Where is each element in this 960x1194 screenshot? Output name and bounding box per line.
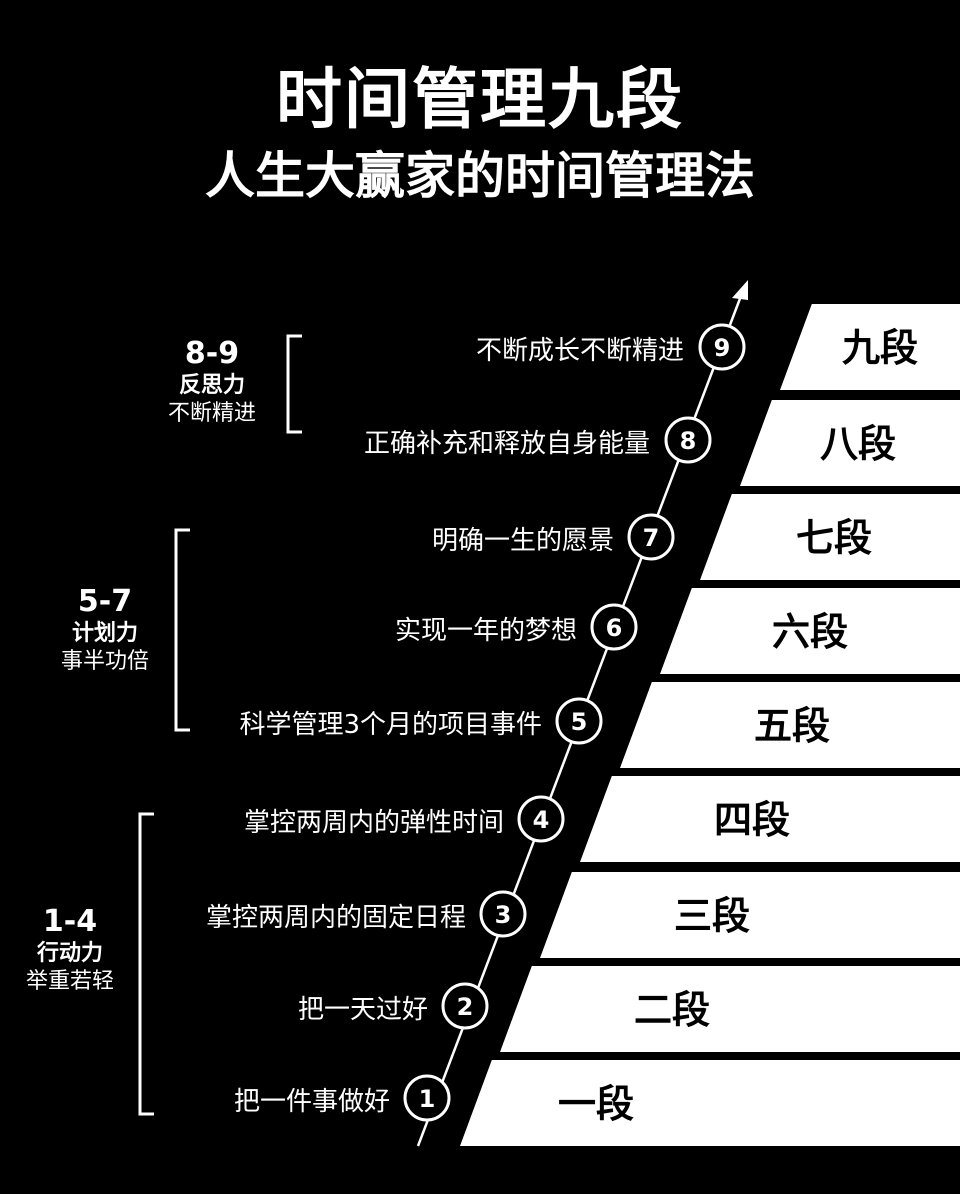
- step-number-circle: [664, 416, 712, 464]
- step-number: 4: [533, 806, 550, 834]
- step-label: 不断成长不断精进: [475, 336, 684, 366]
- level-label: 二段: [634, 988, 710, 1032]
- level-band: [620, 682, 960, 768]
- group-8-9: 8-9 反思力 不断精进: [150, 336, 274, 428]
- level-band: [540, 872, 960, 958]
- bracket-8-9: [286, 334, 302, 434]
- bracket-1-4: [138, 812, 154, 1116]
- step-label: 科学管理3个月的项目事件: [239, 710, 542, 740]
- level-label: 五段: [754, 704, 830, 748]
- level-band: [460, 1060, 960, 1146]
- level-band: [500, 966, 960, 1052]
- step-label: 明确一生的愿景: [431, 526, 614, 556]
- step-number-circle: [403, 1074, 451, 1122]
- step-number: 5: [571, 708, 588, 736]
- progress-arrow-head: [732, 280, 748, 300]
- level-label: 九段: [842, 326, 918, 370]
- group-5-7: 5-7 计划力 事半功倍: [40, 584, 170, 676]
- step-number: 2: [457, 993, 474, 1021]
- group-desc: 事半功倍: [60, 649, 149, 674]
- step-number-circle: [441, 982, 489, 1030]
- level-band: [660, 588, 960, 674]
- step-label: 掌控两周内的固定日程: [205, 903, 466, 933]
- level-label: 四段: [714, 798, 790, 842]
- step-number-circle: [517, 795, 565, 843]
- level-label: 六段: [772, 610, 848, 654]
- level-band: [740, 400, 960, 486]
- step-label: 实现一年的梦想: [394, 616, 577, 646]
- level-band: [580, 776, 960, 862]
- level-label: 八段: [820, 422, 896, 466]
- level-band: [780, 304, 960, 390]
- group-1-4: 1-4 行动力 举重若轻: [10, 904, 130, 996]
- step-number: 1: [419, 1085, 436, 1113]
- step-number: 8: [680, 427, 697, 455]
- group-desc: 不断精进: [167, 401, 256, 426]
- group-name: 反思力: [178, 373, 245, 398]
- group-name: 计划力: [71, 621, 138, 646]
- level-label: 三段: [674, 894, 750, 938]
- step-number-circle: [698, 323, 746, 371]
- step-number: 7: [643, 524, 660, 552]
- step-number: 3: [495, 901, 512, 929]
- group-desc: 举重若轻: [25, 969, 114, 994]
- group-range: 5-7: [77, 584, 133, 619]
- step-number-circle: [479, 890, 527, 938]
- step-number-circle: [590, 603, 638, 651]
- step-number-circle: [627, 513, 675, 561]
- step-label: 掌控两周内的弹性时间: [243, 808, 504, 838]
- level-band: [700, 494, 960, 580]
- page-title: 时间管理九段: [276, 61, 684, 138]
- bracket-5-7: [174, 528, 190, 732]
- group-range: 8-9: [184, 336, 240, 371]
- step-number: 6: [606, 614, 623, 642]
- level-label: 一段: [558, 1082, 634, 1126]
- group-range: 1-4: [42, 904, 98, 939]
- step-label: 正确补充和释放自身能量: [363, 429, 650, 459]
- group-name: 行动力: [36, 941, 103, 966]
- level-label: 七段: [796, 516, 872, 560]
- step-number: 9: [714, 334, 731, 362]
- step-label: 把一天过好: [297, 995, 428, 1025]
- step-label: 把一件事做好: [233, 1087, 390, 1117]
- page-subtitle: 人生大赢家的时间管理法: [205, 147, 755, 205]
- step-number-circle: [555, 697, 603, 745]
